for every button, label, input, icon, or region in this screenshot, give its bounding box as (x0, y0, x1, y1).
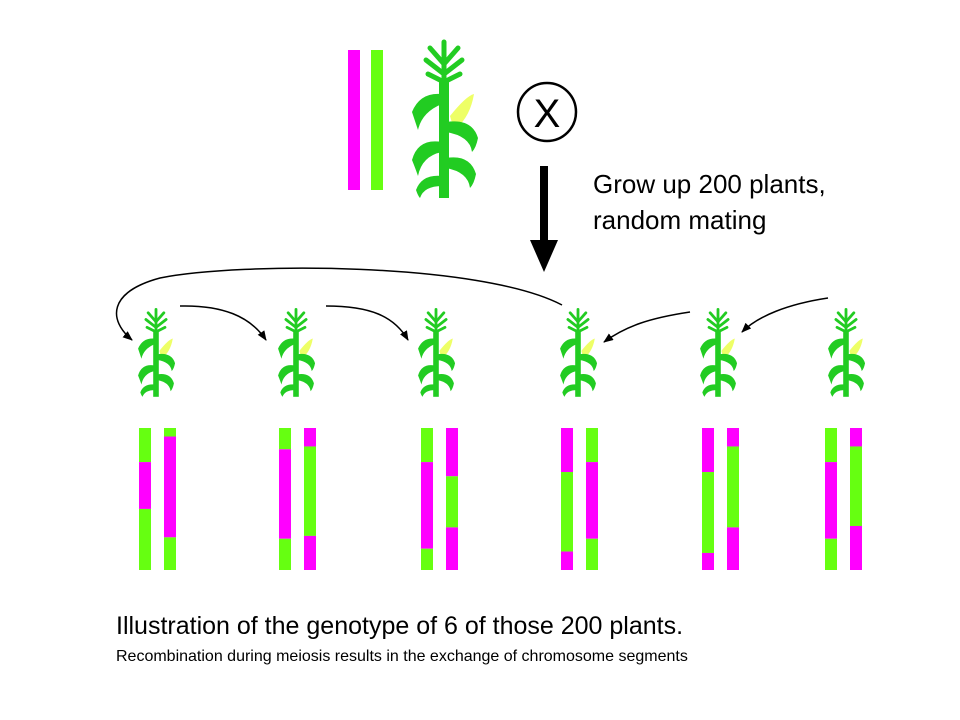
offspring-1-chromosome-1-segment-3 (139, 508, 151, 570)
offspring-4-chromosome-1-segment-1 (561, 428, 573, 473)
offspring-2-chromosome-1-segment-3 (279, 538, 291, 570)
offspring-3-chromosome-1-segment-3 (421, 548, 433, 570)
offspring-6-chromosome-2-segment-2 (850, 446, 862, 526)
offspring-plants (136, 307, 867, 399)
offspring-5-chromosome-1 (702, 428, 714, 570)
offspring-4-chromosome-1 (561, 428, 573, 570)
offspring-4-chromosome-2 (586, 428, 598, 570)
offspring-3-chromosome-1 (421, 428, 433, 570)
parent-chromosome-2-segment-1 (371, 50, 383, 190)
offspring-1-chromosome-1-segment-2 (139, 462, 151, 509)
mating-arrow-6-to-5 (741, 297, 829, 333)
offspring-4-chromosome-2-segment-2 (586, 462, 598, 539)
offspring-3-chromosome-2 (446, 428, 458, 570)
offspring-3-chromosome-2-segment-3 (446, 527, 458, 570)
offspring-5-chromosome-2-segment-2 (727, 446, 739, 528)
offspring-2-chromosome-1 (279, 428, 291, 570)
offspring-6-chromosome-1-segment-1 (825, 428, 837, 463)
offspring-2-chromosome-1-segment-2 (279, 449, 291, 539)
offspring-3-chromosome-2-segment-1 (446, 428, 458, 477)
offspring-5-chromosome-2-segment-3 (727, 527, 739, 570)
offspring-corn-plant-icon-6 (826, 307, 867, 399)
offspring-2-chromosome-2-segment-1 (304, 428, 316, 447)
offspring-6-chromosome-2 (850, 428, 862, 570)
offspring-6-chromosome-2-segment-3 (850, 525, 862, 570)
offspring-chromosomes (139, 428, 862, 570)
selfing-cross-icon: X (516, 81, 578, 143)
offspring-1-chromosome-2-segment-2 (164, 436, 176, 538)
offspring-3-chromosome-2-segment-2 (446, 476, 458, 528)
offspring-6-chromosome-2-segment-1 (850, 428, 862, 447)
offspring-4-chromosome-1-segment-3 (561, 551, 573, 570)
offspring-3-chromosome-1-segment-1 (421, 428, 433, 463)
offspring-5-chromosome-1-segment-2 (702, 472, 714, 553)
offspring-6-chromosome-1 (825, 428, 837, 570)
offspring-4-chromosome-2-segment-1 (586, 428, 598, 463)
offspring-corn-plant-icon-5 (698, 307, 739, 399)
mating-arrow-2-to-3 (325, 305, 409, 341)
offspring-corn-plant-icon-1 (136, 307, 177, 399)
offspring-4-chromosome-1-segment-2 (561, 472, 573, 552)
parent-corn-plant-icon (412, 42, 478, 198)
parent-chromosome-pair (348, 50, 383, 190)
down-arrow-icon (530, 166, 558, 272)
mating-arrow-1-to-2 (179, 305, 267, 341)
offspring-5-chromosome-2-segment-1 (727, 428, 739, 447)
offspring-corn-plant-icon-2 (276, 307, 317, 399)
offspring-5-chromosome-2 (727, 428, 739, 570)
offspring-2-chromosome-2 (304, 428, 316, 570)
offspring-2-chromosome-2-segment-2 (304, 446, 316, 536)
offspring-5-chromosome-1-segment-1 (702, 428, 714, 473)
caption-sub: Recombination during meiosis results in … (116, 648, 688, 665)
cross-symbol-label: X (534, 92, 561, 136)
offspring-2-chromosome-2-segment-3 (304, 535, 316, 570)
offspring-4-chromosome-2-segment-3 (586, 538, 598, 570)
offspring-2-chromosome-1-segment-1 (279, 428, 291, 450)
parent-chromosome-1-segment-1 (348, 50, 360, 190)
offspring-1-chromosome-2 (164, 428, 176, 570)
caption-main: Illustration of the genotype of 6 of tho… (116, 612, 684, 640)
parent-chromosome-1 (348, 50, 360, 190)
parent-chromosome-2 (371, 50, 383, 190)
offspring-1-chromosome-1 (139, 428, 151, 570)
random-mating-arrows (115, 267, 829, 343)
instruction-line-2: random mating (593, 205, 767, 235)
offspring-corn-plant-icon-4 (558, 307, 599, 399)
offspring-6-chromosome-1-segment-3 (825, 538, 837, 570)
instruction-text: Grow up 200 plants, random mating (593, 166, 826, 238)
offspring-corn-plant-icon-3 (416, 307, 457, 399)
offspring-3-chromosome-1-segment-2 (421, 462, 433, 549)
instruction-line-1: Grow up 200 plants, (593, 169, 826, 199)
offspring-6-chromosome-1-segment-2 (825, 462, 837, 539)
offspring-5-chromosome-1-segment-3 (702, 552, 714, 570)
offspring-1-chromosome-2-segment-1 (164, 428, 176, 437)
offspring-1-chromosome-2-segment-3 (164, 537, 176, 570)
offspring-1-chromosome-1-segment-1 (139, 428, 151, 463)
mating-arrow-5-to-4 (603, 311, 691, 343)
mating-arrow-4-to-1 (115, 267, 563, 341)
